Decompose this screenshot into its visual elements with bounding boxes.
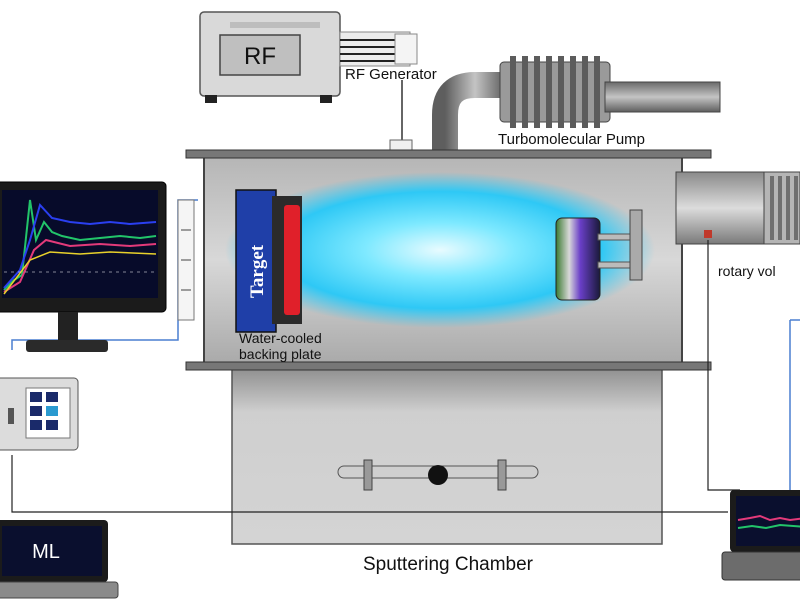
substrate-holder [555,209,643,301]
plasma-glow [225,172,655,328]
laptop-icon [0,520,119,599]
laptop-label: ML [32,541,60,563]
chamber-bottom-rail [185,361,712,371]
target-assembly [235,189,302,333]
rotary-label: rotary vol [718,263,776,279]
backing-plate-label-line2: backing plate [239,346,322,362]
backing-plate-label-line1: Water-cooled [239,330,322,346]
chamber-label: Sputtering Chamber [363,554,534,575]
chamber-top-rail [185,149,712,159]
turbo-pump-label: Turbomolecular Pump [498,131,645,148]
rf-generator-icon [199,11,418,103]
monitor-icon [0,181,167,352]
lower-chamber-body [231,367,663,545]
signal-cables [11,199,800,513]
controller-icon [0,377,79,451]
rotary-pump-icon [675,171,800,245]
target-label: Target [247,244,268,298]
substrate-rod [337,459,539,491]
rf-generator-label: RF Generator [345,66,437,83]
right-laptop-icon [721,490,800,581]
rf-box-label: RF [244,43,276,70]
